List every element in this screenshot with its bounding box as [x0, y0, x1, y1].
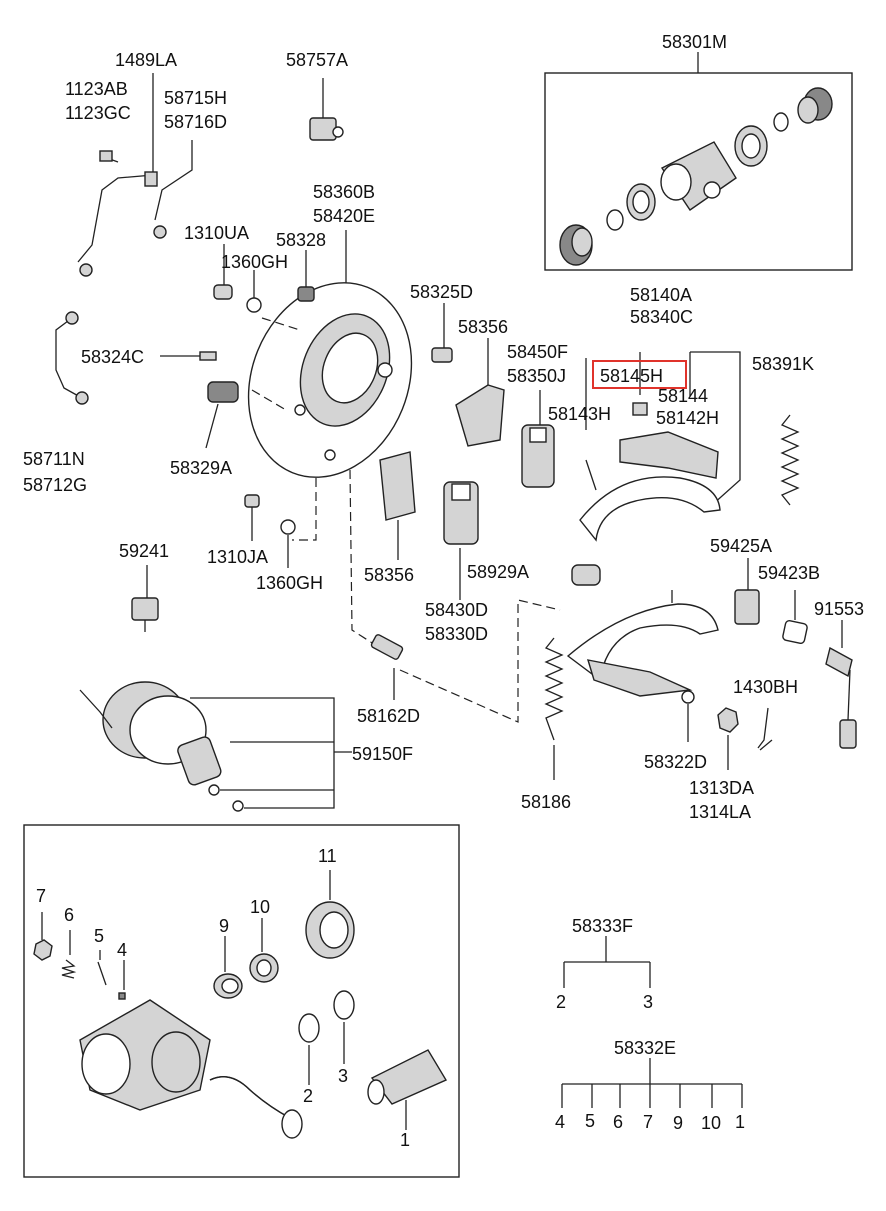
label-key-3[interactable]: 3	[338, 1066, 348, 1086]
label-58340C[interactable]: 58340C	[630, 307, 693, 327]
label-58356-top[interactable]: 58356	[458, 317, 508, 337]
label-58450F[interactable]: 58450F	[507, 342, 568, 362]
label-58322D[interactable]: 58322D	[644, 752, 707, 772]
label-58929A[interactable]: 58929A	[467, 562, 529, 582]
wheel-cylinder-kit-group	[559, 52, 833, 266]
label-1310JA[interactable]: 1310JA	[207, 547, 268, 567]
brake-chamber-59150F	[79, 681, 352, 812]
label-key-10[interactable]: 10	[250, 897, 270, 917]
label-59423B[interactable]: 59423B	[758, 563, 820, 583]
label-58332E-10[interactable]: 10	[701, 1113, 721, 1133]
label-58145H[interactable]: 58145H	[600, 366, 663, 386]
label-58360B[interactable]: 58360B	[313, 182, 375, 202]
label-1360GH-bottom[interactable]: 1360GH	[256, 573, 323, 593]
wheel-cylinder-detail-frame	[23, 824, 460, 1178]
label-59425A[interactable]: 59425A	[710, 536, 772, 556]
label-58420E[interactable]: 58420E	[313, 206, 375, 226]
label-58332E-7[interactable]: 7	[643, 1112, 653, 1132]
return-springs	[544, 414, 800, 780]
label-59241[interactable]: 59241	[119, 541, 169, 561]
part-labels: 58301M 1489LA 58757A 1123AB 1123GC 58715…	[23, 32, 864, 1150]
label-1310UA[interactable]: 1310UA	[184, 223, 249, 243]
sensor-59241	[131, 565, 159, 632]
tree-58332E	[561, 1058, 743, 1108]
tree-58333F	[563, 936, 651, 988]
label-58333F-3[interactable]: 3	[643, 992, 653, 1012]
label-key-9[interactable]: 9	[219, 916, 229, 936]
label-58332E-4[interactable]: 4	[555, 1112, 565, 1132]
label-1313DA[interactable]: 1313DA	[689, 778, 754, 798]
label-key-5[interactable]: 5	[94, 926, 104, 946]
gasket-group	[379, 338, 505, 560]
label-58711N[interactable]: 58711N	[23, 449, 85, 469]
right-hardware-group	[717, 558, 857, 770]
label-58328[interactable]: 58328	[276, 230, 326, 250]
label-58329A[interactable]: 58329A	[170, 458, 232, 478]
label-1123AB[interactable]: 1123AB	[65, 79, 128, 99]
label-58333F[interactable]: 58333F	[572, 916, 633, 936]
label-58391K[interactable]: 58391K	[752, 354, 814, 374]
label-1489LA[interactable]: 1489LA	[115, 50, 177, 70]
label-58142H[interactable]: 58142H	[656, 408, 719, 428]
highlight-box-58145H	[592, 360, 687, 389]
label-key-6[interactable]: 6	[64, 905, 74, 925]
label-58162D[interactable]: 58162D	[357, 706, 420, 726]
label-58330D[interactable]: 58330D	[425, 624, 488, 644]
label-91553[interactable]: 91553	[814, 599, 864, 619]
label-58324C[interactable]: 58324C	[81, 347, 144, 367]
label-58716D[interactable]: 58716D	[164, 112, 227, 132]
label-58430D[interactable]: 58430D	[425, 600, 488, 620]
label-58186[interactable]: 58186	[521, 792, 571, 812]
backing-plate	[247, 230, 413, 478]
label-58712G[interactable]: 58712G	[23, 475, 87, 495]
label-key-11[interactable]: 11	[318, 846, 337, 866]
label-58332E-5[interactable]: 5	[585, 1111, 595, 1131]
label-key-7[interactable]: 7	[36, 886, 46, 906]
label-58332E[interactable]: 58332E	[614, 1038, 676, 1058]
label-58325D[interactable]: 58325D	[410, 282, 473, 302]
brake-shoe-upper	[571, 351, 741, 586]
label-1314LA[interactable]: 1314LA	[689, 802, 751, 822]
brake-shoe-lower	[399, 590, 719, 742]
label-58715H[interactable]: 58715H	[164, 88, 227, 108]
label-58356-bottom[interactable]: 58356	[364, 565, 414, 585]
label-58144[interactable]: 58144	[658, 386, 708, 406]
label-58757A[interactable]: 58757A	[286, 50, 348, 70]
label-key-4[interactable]: 4	[117, 940, 127, 960]
fitting-58757A	[309, 78, 344, 141]
label-58350J[interactable]: 58350J	[507, 366, 566, 386]
adjuster-group	[443, 390, 555, 600]
label-58332E-1[interactable]: 1	[735, 1112, 745, 1132]
label-58140A[interactable]: 58140A	[630, 285, 692, 305]
label-58332E-9[interactable]: 9	[673, 1113, 683, 1133]
label-1360GH-top[interactable]: 1360GH	[221, 252, 288, 272]
brake-pipe-group	[55, 73, 193, 405]
connector-58162D	[370, 634, 404, 700]
label-58301M[interactable]: 58301M	[662, 32, 727, 52]
label-59150F[interactable]: 59150F	[352, 744, 413, 764]
label-1123GC[interactable]: 1123GC	[65, 103, 131, 123]
label-58333F-2[interactable]: 2	[556, 992, 566, 1012]
label-1430BH[interactable]: 1430BH	[733, 677, 798, 697]
label-key-1[interactable]: 1	[400, 1130, 410, 1150]
label-key-2[interactable]: 2	[303, 1086, 313, 1106]
label-58143H[interactable]: 58143H	[548, 404, 611, 424]
small-hardware-group	[160, 244, 453, 649]
wheel-cylinder-detail-parts	[33, 870, 448, 1139]
label-58332E-6[interactable]: 6	[613, 1112, 623, 1132]
